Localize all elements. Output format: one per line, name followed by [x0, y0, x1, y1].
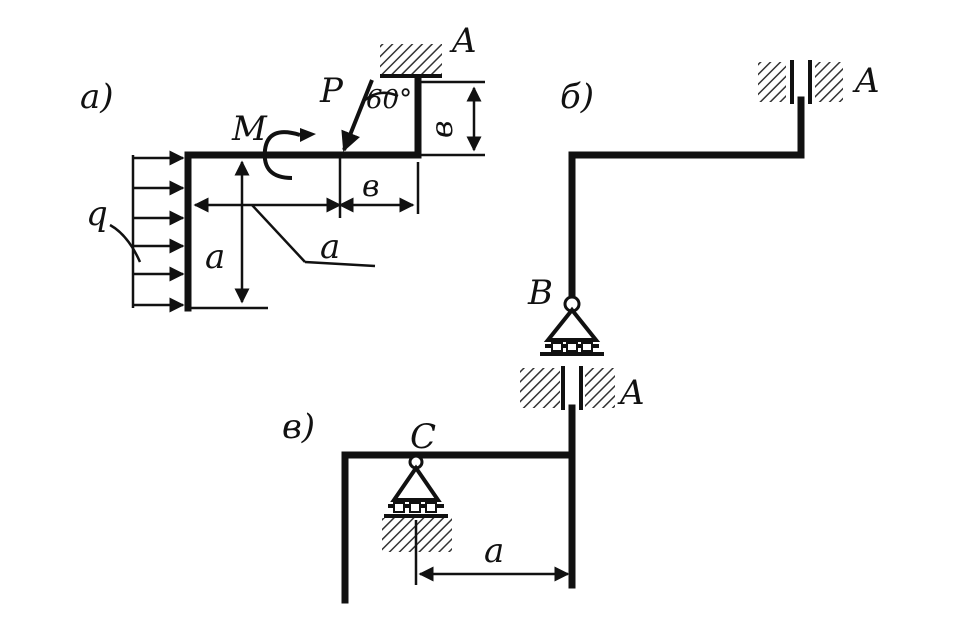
support-a-b-label: A	[852, 61, 880, 101]
angle-label: 60°	[366, 85, 412, 115]
part-v-diagram: в) A C a	[282, 366, 645, 604]
support-a-v-label: A	[617, 373, 645, 413]
sliding-support-a-v-right	[585, 368, 615, 408]
sliding-support-a-right	[815, 62, 843, 102]
support-a-label: A	[449, 21, 477, 61]
dim-a-v-label: a	[484, 531, 504, 571]
sliding-support-a-left	[758, 62, 786, 102]
part-b-label: б)	[560, 77, 594, 117]
hinge-b	[540, 295, 604, 356]
load-q-label: q	[86, 194, 108, 234]
hinge-c-label: C	[410, 417, 436, 457]
dim-a-horizontal-label: a	[320, 227, 340, 267]
dim-b-horizontal-label: в	[362, 169, 379, 204]
sliding-support-a-v-left	[520, 368, 560, 408]
fixed-support-a	[380, 44, 442, 76]
dim-b-vertical-label: в	[425, 121, 460, 138]
dim-a-vertical-label: a	[205, 237, 225, 277]
hinge-b-label: B	[527, 273, 553, 313]
force-p-label: P	[319, 71, 344, 111]
part-b-diagram: б) A B	[527, 60, 880, 356]
force-p-arrow	[341, 79, 374, 152]
moment-m	[262, 128, 316, 180]
distributed-load-q	[109, 150, 185, 313]
part-v-label: в)	[282, 407, 315, 447]
moment-m-label: M	[231, 109, 268, 149]
part-a-label: a)	[80, 77, 114, 117]
part-a-diagram: a) q A a a	[80, 21, 485, 313]
